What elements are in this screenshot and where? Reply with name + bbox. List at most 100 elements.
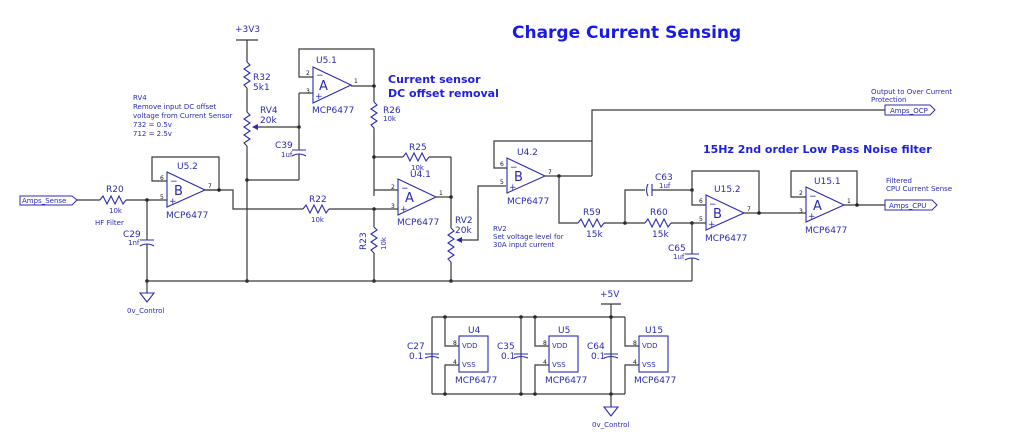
section-filter-label: 15Hz 2nd order Low Pass Noise filter bbox=[703, 143, 932, 156]
svg-text:1: 1 bbox=[847, 198, 851, 205]
c35-value: 0.1 bbox=[501, 352, 515, 362]
u15-part: MCP6477 bbox=[634, 376, 676, 386]
r20-ref: R20 bbox=[106, 185, 124, 195]
svg-text:8: 8 bbox=[453, 340, 457, 347]
hf-filter-label: HF Filter bbox=[95, 219, 124, 227]
rv4-note-line1: RV4 bbox=[133, 94, 147, 102]
svg-text:+: + bbox=[708, 220, 716, 230]
u4-part: MCP6477 bbox=[455, 376, 497, 386]
svg-text:3: 3 bbox=[799, 208, 803, 215]
u4-2-unit: B bbox=[514, 170, 523, 185]
svg-text:3: 3 bbox=[306, 88, 310, 95]
port-amps-sense[interactable]: Amps_Sense bbox=[19, 195, 78, 206]
capacitor-c35 bbox=[513, 353, 529, 359]
opamp-u4-1: A U4.1 MCP6477 2 3 1 − + bbox=[391, 170, 443, 228]
u15-1-unit: A bbox=[813, 199, 822, 214]
u5-2-part: MCP6477 bbox=[166, 211, 208, 221]
svg-text:5: 5 bbox=[699, 216, 703, 223]
opamp-u5-1: A U5.1 MCP6477 2 3 1 − + bbox=[306, 56, 358, 116]
opamp-u15-2: B U15.2 MCP6477 6 5 7 − + bbox=[699, 185, 751, 244]
u4-ref: U4 bbox=[468, 326, 481, 336]
resistor-r22 bbox=[302, 203, 330, 215]
rv2-note-line1: RV2 bbox=[493, 225, 507, 233]
c27-ref: C27 bbox=[407, 342, 425, 352]
r20-value: 10k bbox=[109, 207, 123, 215]
ocp-note-line2: Protection bbox=[871, 96, 906, 104]
r32-value: 5k1 bbox=[253, 83, 270, 93]
u15-2-unit: B bbox=[713, 207, 722, 222]
svg-text:VSS: VSS bbox=[552, 361, 566, 369]
svg-text:2: 2 bbox=[391, 184, 395, 191]
c27-value: 0.1 bbox=[409, 352, 423, 362]
c29-value: 1nf bbox=[128, 239, 140, 247]
r26-value: 10k bbox=[383, 115, 397, 123]
svg-text:−: − bbox=[809, 192, 817, 202]
r32-ref: R32 bbox=[253, 73, 271, 83]
svg-text:5: 5 bbox=[160, 194, 164, 201]
cpu-note-line2: CPU Current Sense bbox=[886, 185, 952, 193]
ground-icon-1 bbox=[138, 292, 156, 303]
r23-value: 10k bbox=[380, 236, 388, 250]
rv4-value: 20k bbox=[260, 116, 277, 126]
svg-text:VDD: VDD bbox=[642, 342, 658, 350]
svg-text:+: + bbox=[509, 183, 517, 193]
r59-value: 15k bbox=[586, 230, 603, 240]
svg-text:4: 4 bbox=[543, 359, 547, 366]
r59-ref: R59 bbox=[583, 208, 601, 218]
rv4-note-line4: 732 = 0.5v bbox=[133, 121, 172, 129]
u15-2-part: MCP6477 bbox=[705, 234, 747, 244]
r23-ref: R23 bbox=[359, 232, 369, 250]
c63-ref: C63 bbox=[655, 173, 673, 183]
port-amps-cpu[interactable]: Amps_CPU bbox=[884, 199, 938, 211]
rv2-ref: RV2 bbox=[455, 216, 473, 226]
u15-2-ref: U15.2 bbox=[714, 185, 741, 195]
u5-2-ref: U5.2 bbox=[177, 162, 198, 172]
rail-5v-label: +5V bbox=[600, 290, 620, 300]
svg-text:6: 6 bbox=[500, 161, 504, 168]
svg-text:−: − bbox=[510, 163, 518, 173]
schematic-title: Charge Current Sensing bbox=[512, 23, 741, 43]
ocp-note-line1: Output to Over Current bbox=[871, 88, 952, 96]
resistor-r59 bbox=[577, 217, 605, 229]
svg-text:6: 6 bbox=[699, 198, 703, 205]
r25-ref: R25 bbox=[409, 143, 427, 153]
potentiometer-rv2 bbox=[447, 227, 455, 263]
rv2-note-line2: Set voltage level for bbox=[493, 233, 564, 241]
resistor-r25 bbox=[402, 151, 430, 163]
rv4-wiper-arrow-icon bbox=[252, 124, 258, 130]
svg-text:2: 2 bbox=[306, 70, 310, 77]
rv4-note-line5: 712 = 2.5v bbox=[133, 130, 172, 138]
svg-text:−: − bbox=[170, 177, 178, 187]
ground-label-2: 0v_Control bbox=[592, 421, 629, 429]
svg-text:1: 1 bbox=[354, 78, 358, 85]
rv2-note-line3: 30A input current bbox=[493, 241, 555, 249]
section-offset-line1: Current sensor bbox=[388, 73, 481, 86]
c35-ref: C35 bbox=[497, 342, 515, 352]
power-block-u5: U5 VDD VSS 8 4 MCP6477 bbox=[543, 326, 587, 386]
u15-1-part: MCP6477 bbox=[805, 226, 847, 236]
svg-text:1: 1 bbox=[439, 190, 443, 197]
u5-part: MCP6477 bbox=[545, 376, 587, 386]
power-block-u4: U4 VDD VSS 8 4 MCP6477 bbox=[453, 326, 497, 386]
svg-text:4: 4 bbox=[453, 359, 457, 366]
power-block-u15: U15 VDD VSS 8 4 MCP6477 bbox=[633, 326, 676, 386]
u15-ref: U15 bbox=[645, 326, 663, 336]
rv2-value: 20k bbox=[455, 226, 472, 236]
svg-text:VDD: VDD bbox=[552, 342, 568, 350]
rv4-note-line3: voltage from Current Sensor bbox=[133, 112, 233, 120]
c39-ref: C39 bbox=[275, 141, 293, 151]
u5-1-ref: U5.1 bbox=[316, 56, 337, 66]
c63-value: 1uf bbox=[659, 182, 671, 190]
c29-ref: C29 bbox=[123, 230, 141, 240]
svg-text:+: + bbox=[808, 212, 816, 222]
r60-ref: R60 bbox=[650, 208, 668, 218]
ground-label-1: 0v_Control bbox=[127, 307, 164, 315]
port-amps-ocp[interactable]: Amps_OCP bbox=[884, 104, 936, 116]
svg-text:VDD: VDD bbox=[462, 342, 478, 350]
c65-ref: C65 bbox=[668, 244, 686, 254]
u4-1-unit: A bbox=[405, 191, 414, 206]
opamp-u15-1: A U15.1 MCP6477 2 3 1 − + bbox=[799, 177, 851, 236]
svg-text:−: − bbox=[709, 200, 717, 210]
resistor-r23 bbox=[370, 226, 378, 254]
svg-text:3: 3 bbox=[391, 203, 395, 210]
